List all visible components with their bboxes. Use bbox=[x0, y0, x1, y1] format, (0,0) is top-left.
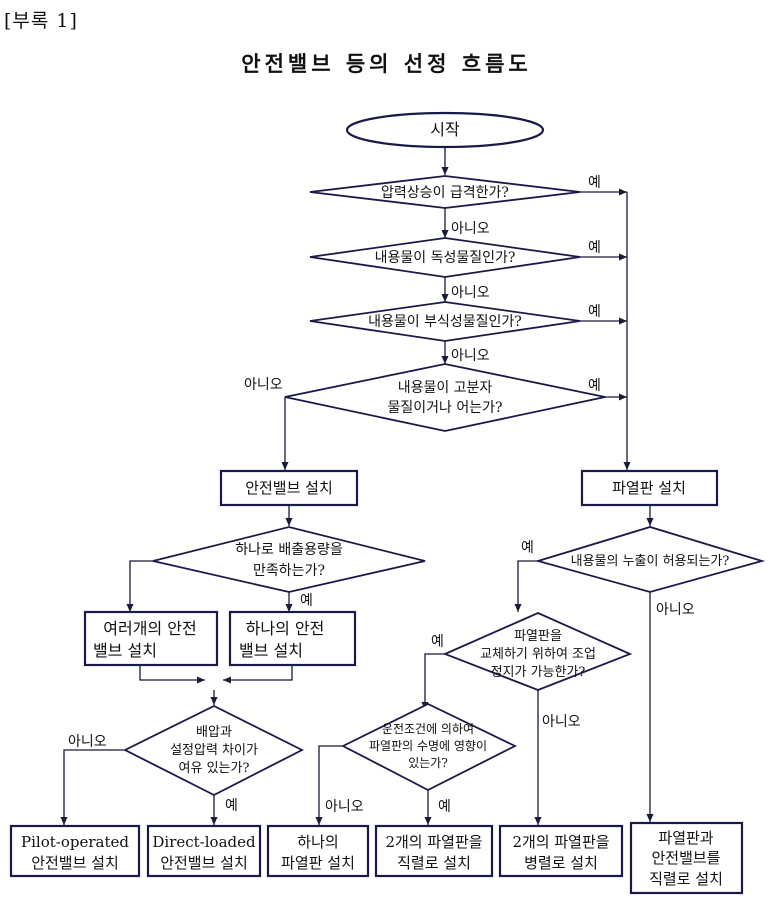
q3-text: 내용물이 부식성물질인가? bbox=[368, 314, 522, 330]
q3-yes-label: 예 bbox=[588, 304, 601, 320]
q1-yes-label: 예 bbox=[588, 175, 601, 191]
edge-q8-yes bbox=[421, 653, 445, 710]
q8-no-label: 아니오 bbox=[542, 714, 581, 730]
q9-no-label: 아니오 bbox=[325, 799, 364, 815]
q8-text-line2: 교체하기 위하여 조업 bbox=[480, 647, 596, 662]
rupture-disk-text: 파열판 설치 bbox=[612, 479, 686, 497]
process-rupture-disk bbox=[580, 469, 719, 507]
q2-no-label: 아니오 bbox=[451, 285, 490, 301]
process-single-valve bbox=[228, 610, 357, 667]
q4-text-line1: 내용물이 고분자 bbox=[398, 380, 493, 396]
pilot-text-line2: 안전밸브 설치 bbox=[31, 854, 119, 872]
q7-yes-label: 예 bbox=[521, 540, 534, 556]
process-series-rupture-disks bbox=[374, 824, 494, 878]
process-one-rupture-disk bbox=[266, 824, 370, 878]
edge-q7-yes bbox=[514, 560, 538, 612]
q9-text-line1: 운전조건에 의하여 bbox=[382, 722, 474, 736]
q6-text-line3: 여유 있는가? bbox=[179, 761, 250, 776]
safety-valve-text: 안전밸브 설치 bbox=[245, 479, 333, 497]
decision-q3 bbox=[309, 301, 581, 342]
edge-q9-no bbox=[315, 745, 343, 825]
connectors bbox=[60, 147, 654, 825]
one-rd-text-line2: 파열판 설치 bbox=[281, 854, 355, 872]
q2-text: 내용물이 독성물질인가? bbox=[375, 250, 516, 266]
page-title: 안전밸브 등의 선정 흐름도 bbox=[241, 51, 532, 76]
process-parallel-rupture-disks bbox=[498, 824, 624, 878]
combo-text-line2: 안전밸브를 bbox=[651, 849, 720, 867]
pilot-text-line1: Pilot-operated bbox=[21, 833, 129, 851]
q5-yes-label: 예 bbox=[300, 593, 313, 609]
process-safety-valve bbox=[219, 469, 359, 507]
decision-q1 bbox=[309, 175, 581, 209]
q5-text-line1: 하나로 배출용량을 bbox=[235, 542, 343, 558]
parallel-rd-text-line2: 병렬로 설치 bbox=[524, 854, 598, 872]
series-rd-text-line2: 직렬로 설치 bbox=[397, 854, 471, 872]
q9-text-line2: 파열판의 수명에 영향이 bbox=[369, 739, 487, 753]
multi-valves-text-line2: 밸브 설치 bbox=[93, 641, 157, 660]
q6-no-label: 아니오 bbox=[68, 734, 107, 750]
direct-text-line2: 안전밸브 설치 bbox=[160, 854, 248, 872]
q3-no-label: 아니오 bbox=[451, 348, 490, 364]
q5-text-line2: 만족하는가? bbox=[253, 563, 325, 579]
decision-q5 bbox=[152, 526, 426, 593]
process-direct-loaded bbox=[146, 824, 262, 878]
appendix-label: [부록 1] bbox=[4, 10, 78, 32]
decision-q2 bbox=[309, 237, 581, 278]
q8-text-line3: 정지가 가능한가? bbox=[491, 665, 586, 680]
edge-q5-no bbox=[126, 560, 153, 612]
decision-q7 bbox=[534, 526, 766, 593]
combo-text-line1: 파열판과 bbox=[658, 829, 713, 847]
q8-yes-label: 예 bbox=[431, 634, 444, 650]
q1-no-label: 아니오 bbox=[451, 221, 490, 237]
single-valve-text-line1: 하나의 안전 bbox=[246, 619, 325, 638]
q4-text-line2: 물질이거나 어는가? bbox=[388, 400, 503, 416]
q2-yes-label: 예 bbox=[588, 240, 601, 256]
multi-valves-text-line1: 여러개의 안전 bbox=[103, 619, 196, 638]
process-pilot-operated bbox=[9, 824, 141, 878]
combo-text-line3: 직렬로 설치 bbox=[649, 870, 723, 888]
series-rd-text-line1: 2개의 파열판을 bbox=[385, 833, 482, 851]
q1-text: 압력상승이 급격한가? bbox=[381, 185, 509, 201]
q8-text-line1: 파열판을 bbox=[514, 629, 562, 644]
decision-q9 bbox=[341, 702, 518, 792]
edge-multi-merge bbox=[139, 665, 205, 684]
q6-text-line2: 설정압력 차이가 bbox=[170, 743, 258, 758]
edge-q6-no bbox=[60, 749, 125, 825]
process-rd-and-valve bbox=[629, 821, 744, 895]
q7-text: 내용물의 누출이 허용되는가? bbox=[571, 554, 730, 569]
decision-q6 bbox=[122, 704, 304, 797]
single-valve-text-line2: 밸브 설치 bbox=[239, 641, 303, 660]
q4-no-label: 아니오 bbox=[244, 377, 283, 393]
node-text: 시작 압력상승이 급격한가? 내용물이 독성물질인가? 내용물이 부식성물질인가… bbox=[21, 120, 729, 888]
q7-no-label: 아니오 bbox=[656, 602, 695, 618]
edge-single-merge bbox=[223, 665, 293, 684]
parallel-rd-text-line1: 2개의 파열판을 bbox=[512, 833, 609, 851]
q9-text-line3: 있는가? bbox=[408, 756, 448, 770]
direct-text-line1: Direct-loaded bbox=[152, 833, 256, 851]
one-rd-text-line1: 하나의 bbox=[297, 833, 338, 851]
decision-q8 bbox=[442, 612, 633, 691]
start-text: 시작 bbox=[430, 120, 460, 139]
q6-text-line1: 배압과 bbox=[196, 725, 232, 740]
branch-labels: 예 예 예 예 아니오 아니오 아니오 아니오 예 아니오 예 예 아니오 예 … bbox=[68, 175, 695, 815]
q4-yes-label: 예 bbox=[588, 378, 601, 394]
start-terminal bbox=[345, 111, 545, 149]
shapes bbox=[9, 111, 766, 895]
decision-q4 bbox=[284, 363, 606, 432]
q6-yes-label: 예 bbox=[225, 798, 238, 814]
process-multi-valves bbox=[83, 610, 219, 667]
q9-yes-label: 예 bbox=[438, 799, 451, 815]
